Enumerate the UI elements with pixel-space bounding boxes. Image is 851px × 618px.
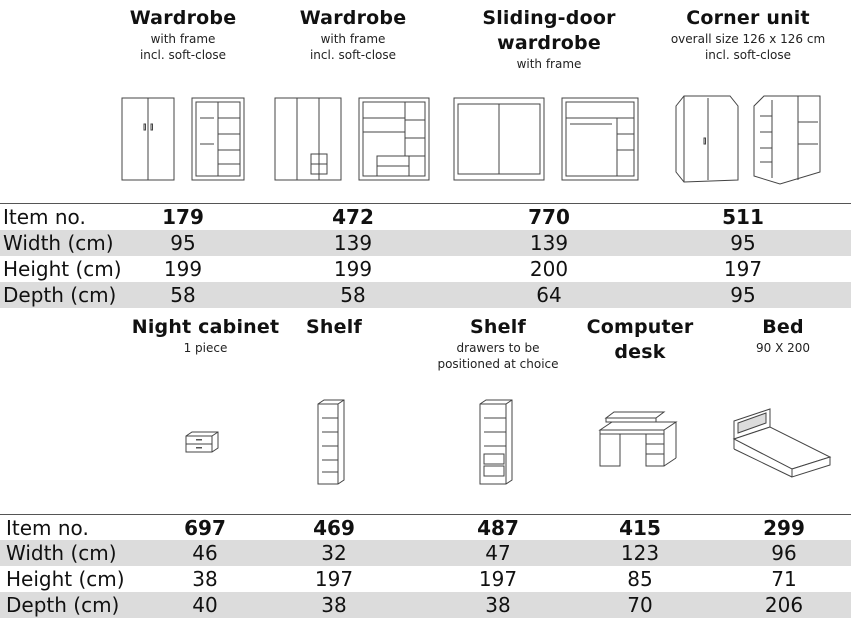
section2-row-item-no: Item no. 697 469 487 415 299 <box>0 514 851 541</box>
depth-value: 38 <box>485 593 511 617</box>
height-value: 85 <box>627 567 653 591</box>
item-number: 697 <box>184 516 226 540</box>
computer-desk-icon <box>598 410 678 470</box>
product-header-shelf-469: Shelf <box>294 315 374 340</box>
section2-row-depth: Depth (cm) 40 38 38 70 206 <box>0 592 851 618</box>
sliding-door-wardrobe-icon <box>452 94 642 186</box>
section2-row-width: Width (cm) 46 32 47 123 96 <box>0 540 851 566</box>
wardrobe-3door-icon <box>273 94 438 186</box>
row-label: Depth (cm) <box>3 283 117 307</box>
product-title: Computer <box>586 316 694 338</box>
product-title: Wardrobe <box>299 7 407 29</box>
row-label: Width (cm) <box>3 231 114 255</box>
product-subtitle: incl. soft-close <box>309 48 397 62</box>
height-value: 197 <box>314 567 354 591</box>
width-value: 139 <box>529 231 569 255</box>
product-title: Corner unit <box>686 7 810 29</box>
section1-row-height: Height (cm) 199 199 200 197 <box>0 256 851 282</box>
product-title-line2: desk <box>614 341 666 363</box>
product-subtitle: with frame <box>516 57 582 71</box>
product-header-wardrobe-472: Wardrobe with frame incl. soft-close <box>278 6 428 63</box>
depth-value: 40 <box>192 593 218 617</box>
corner-unit-icon <box>672 92 822 188</box>
item-number: 487 <box>477 516 519 540</box>
height-value: 199 <box>163 257 203 281</box>
product-subtitle: incl. soft-close <box>139 48 227 62</box>
item-number: 179 <box>162 205 204 229</box>
width-value: 95 <box>730 231 756 255</box>
height-value: 71 <box>771 567 797 591</box>
product-subtitle: 90 X 200 <box>755 341 811 355</box>
width-value: 47 <box>485 541 511 565</box>
product-header-wardrobe-179: Wardrobe with frame incl. soft-close <box>108 6 258 63</box>
product-subtitle: 1 piece <box>183 341 228 355</box>
depth-value: 64 <box>536 283 562 307</box>
item-number: 299 <box>763 516 805 540</box>
product-subtitle: positioned at choice <box>437 357 559 371</box>
item-number: 469 <box>313 516 355 540</box>
row-label: Item no. <box>6 516 89 540</box>
width-value: 46 <box>192 541 218 565</box>
item-number: 511 <box>722 205 764 229</box>
height-value: 197 <box>478 567 518 591</box>
width-value: 139 <box>333 231 373 255</box>
item-number: 415 <box>619 516 661 540</box>
depth-value: 95 <box>730 283 756 307</box>
row-label: Height (cm) <box>6 567 125 591</box>
product-header-bed-299: Bed 90 X 200 <box>728 315 838 356</box>
product-title: Bed <box>762 316 804 338</box>
product-title: Wardrobe <box>129 7 237 29</box>
product-title: Sliding-door <box>482 7 616 29</box>
product-header-sliding-770: Sliding-door wardrobe with frame <box>470 6 628 72</box>
shelf-wide-icon <box>478 398 516 486</box>
item-number: 770 <box>528 205 570 229</box>
product-title-line2: wardrobe <box>497 32 601 54</box>
product-subtitle: overall size 126 x 126 cm <box>670 32 826 46</box>
product-title: Shelf <box>470 316 526 338</box>
row-label: Depth (cm) <box>6 593 120 617</box>
product-header-shelf-487: Shelf drawers to be positioned at choice <box>428 315 568 372</box>
product-header-computer-desk-415: Computer desk <box>578 315 702 365</box>
width-value: 123 <box>620 541 660 565</box>
product-subtitle: with frame <box>320 32 386 46</box>
height-value: 197 <box>723 257 763 281</box>
shelf-narrow-icon <box>316 398 348 486</box>
product-subtitle: incl. soft-close <box>704 48 792 62</box>
section1-row-item-no: Item no. 179 472 770 511 <box>0 203 851 230</box>
section1-row-depth: Depth (cm) 58 58 64 95 <box>0 282 851 308</box>
product-subtitle: with frame <box>150 32 216 46</box>
depth-value: 38 <box>321 593 347 617</box>
depth-value: 70 <box>627 593 653 617</box>
product-header-corner-511: Corner unit overall size 126 x 126 cm in… <box>648 6 848 63</box>
section1-row-width: Width (cm) 95 139 139 95 <box>0 230 851 256</box>
product-title: Night cabinet <box>131 316 280 338</box>
row-label: Height (cm) <box>3 257 122 281</box>
section2-row-height: Height (cm) 38 197 197 85 71 <box>0 566 851 592</box>
height-value: 199 <box>333 257 373 281</box>
width-value: 32 <box>321 541 347 565</box>
depth-value: 58 <box>340 283 366 307</box>
row-label: Item no. <box>3 205 86 229</box>
item-number: 472 <box>332 205 374 229</box>
product-header-night-cabinet-697: Night cabinet 1 piece <box>128 315 283 356</box>
height-value: 38 <box>192 567 218 591</box>
depth-value: 206 <box>764 593 804 617</box>
bed-icon <box>730 405 834 481</box>
width-value: 95 <box>170 231 196 255</box>
night-cabinet-icon <box>184 430 224 456</box>
product-subtitle: drawers to be <box>456 341 540 355</box>
depth-value: 58 <box>170 283 196 307</box>
wardrobe-2door-icon <box>120 94 250 186</box>
height-value: 200 <box>529 257 569 281</box>
row-label: Width (cm) <box>6 541 117 565</box>
width-value: 96 <box>771 541 797 565</box>
product-title: Shelf <box>306 316 362 338</box>
